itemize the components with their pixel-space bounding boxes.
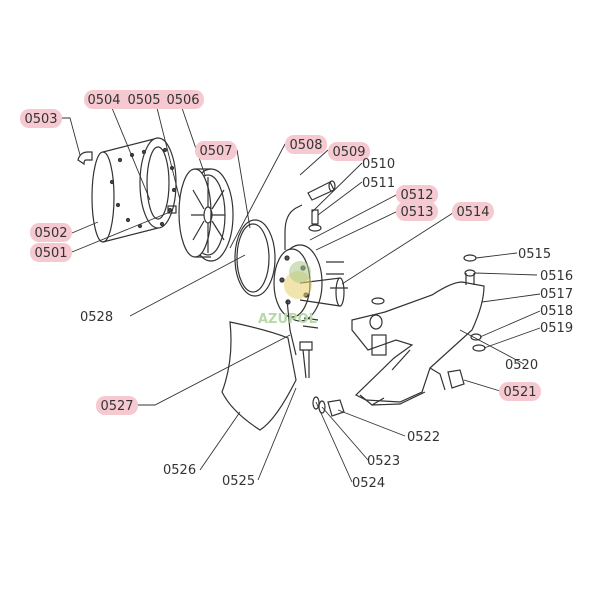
label-0520: 0520: [505, 358, 538, 373]
svg-text:0516: 0516: [540, 269, 573, 284]
svg-text:0506: 0506: [166, 93, 199, 108]
support-rod: [284, 204, 303, 356]
svg-text:0504: 0504: [87, 93, 120, 108]
label-0514: 0514: [452, 202, 494, 221]
svg-text:0513: 0513: [400, 205, 433, 220]
label-0519: 0519: [540, 321, 573, 336]
svg-text:0524: 0524: [352, 476, 385, 491]
svg-text:0525: 0525: [222, 474, 255, 489]
label-0528: 0528: [80, 310, 113, 325]
turbine-wheel: [178, 168, 234, 262]
svg-text:0509: 0509: [332, 145, 365, 160]
label-0525: 0525: [222, 474, 255, 489]
label-0507: 0507: [195, 141, 237, 160]
svg-text:0519: 0519: [540, 321, 573, 336]
svg-text:0526: 0526: [163, 463, 196, 478]
label-0527: 0527: [96, 396, 138, 415]
svg-text:0508: 0508: [289, 138, 322, 153]
label-0508: 0508: [285, 135, 327, 154]
label-0523: 0523: [367, 454, 400, 469]
blade-bolt: [299, 341, 313, 379]
svg-text:0503: 0503: [24, 112, 57, 127]
label-0504-0506: 0504 0505 0506: [84, 90, 204, 109]
washers-0515-0516: [463, 254, 477, 285]
svg-text:0523: 0523: [367, 454, 400, 469]
svg-text:0521: 0521: [503, 385, 536, 400]
label-0513: 0513: [396, 202, 438, 221]
label-0526: 0526: [163, 463, 196, 478]
label-0521: 0521: [499, 382, 541, 401]
svg-text:0520: 0520: [505, 358, 538, 373]
svg-text:0502: 0502: [34, 226, 67, 241]
svg-text:0501: 0501: [34, 246, 67, 261]
svg-text:0514: 0514: [456, 205, 489, 220]
svg-text:0505: 0505: [127, 93, 160, 108]
label-0515: 0515: [518, 247, 551, 262]
svg-text:0512: 0512: [400, 188, 433, 203]
label-0510: 0510: [362, 157, 395, 172]
gasket-ring: [234, 219, 276, 297]
label-0524: 0524: [352, 476, 385, 491]
inlet-pipe: [307, 180, 336, 201]
labels: 0503 0504 0505 0506 0502 0501 0507 0508 …: [20, 90, 573, 491]
blade-0526: [221, 321, 297, 431]
svg-text:0510: 0510: [362, 157, 395, 172]
watermark: AZUPOL: [258, 261, 317, 327]
label-0503: 0503: [20, 109, 62, 128]
leader-lines: [62, 107, 541, 483]
svg-text:0518: 0518: [540, 304, 573, 319]
svg-text:0527: 0527: [100, 399, 133, 414]
nut-0521: [447, 369, 465, 389]
elbow-fitting: [77, 151, 93, 166]
label-0511: 0511: [362, 176, 395, 191]
svg-text:0528: 0528: [80, 310, 113, 325]
svg-text:0507: 0507: [199, 144, 232, 159]
label-0509: 0509: [328, 142, 370, 161]
label-0502: 0502: [30, 223, 72, 242]
svg-text:0515: 0515: [518, 247, 551, 262]
label-0516: 0516: [540, 269, 573, 284]
svg-text:0511: 0511: [362, 176, 395, 191]
watermark-text: AZUPOL: [258, 312, 317, 327]
label-0512: 0512: [396, 185, 438, 204]
label-0501: 0501: [30, 243, 72, 262]
frame-0517: [351, 281, 485, 406]
washer-0514: [371, 297, 385, 305]
bolt-0511: [308, 209, 322, 232]
label-0522: 0522: [407, 430, 440, 445]
drum-housing: [91, 137, 177, 243]
svg-text:0522: 0522: [407, 430, 440, 445]
svg-text:0517: 0517: [540, 287, 573, 302]
label-0518: 0518: [540, 304, 573, 319]
label-0517: 0517: [540, 287, 573, 302]
